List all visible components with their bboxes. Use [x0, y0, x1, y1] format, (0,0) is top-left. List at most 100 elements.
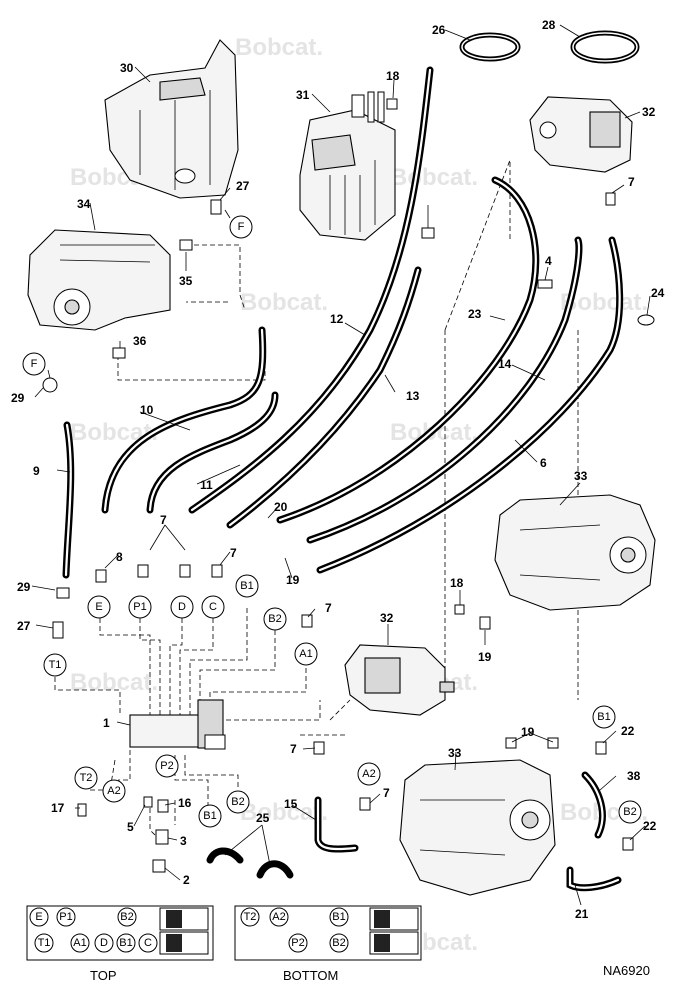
- callout-b2-low: B2: [226, 790, 250, 814]
- callout-b2-right: B2: [618, 800, 642, 824]
- svg-text:E: E: [35, 911, 42, 923]
- callout-b1-right: B1: [592, 705, 616, 729]
- part-number-7-mid: 7: [230, 546, 237, 560]
- part-number-30: 30: [120, 61, 134, 75]
- part-number-7-a2: 7: [383, 786, 390, 800]
- svg-text:T1: T1: [49, 659, 62, 671]
- svg-text:A2: A2: [107, 785, 120, 797]
- svg-text:A2: A2: [362, 768, 375, 780]
- callout-f-left: F: [22, 352, 46, 376]
- part-numbers: 30 31 18 26 28 32 34 27 7 4 24 35 36 29 …: [11, 18, 665, 921]
- legend-top: E P1 B2 T1 A1 D B1 C TOP: [26, 905, 214, 983]
- callout-b2: B2: [263, 607, 287, 631]
- part-number-38: 38: [627, 769, 641, 783]
- callout-c: C: [201, 595, 225, 619]
- svg-text:A2: A2: [272, 911, 285, 923]
- part-number-7-pair: 7: [160, 513, 167, 527]
- legend-top-t1: T1: [34, 933, 54, 953]
- callout-a2: A2: [102, 779, 126, 803]
- callout-p1: P1: [128, 595, 152, 619]
- legend-bottom-b2: B2: [329, 933, 349, 953]
- fittings: [42, 98, 655, 873]
- number-leaders: [31, 24, 651, 906]
- part-number-19-mid: 19: [286, 573, 300, 587]
- part-number-19-right: 19: [521, 725, 535, 739]
- part-number-27-low: 27: [17, 619, 31, 633]
- part-number-13: 13: [406, 389, 420, 403]
- part-number-31: 31: [296, 88, 310, 102]
- part-number-5: 5: [127, 820, 134, 834]
- part-number-18-top: 18: [386, 69, 400, 83]
- hoses: [62, 66, 624, 892]
- dashed-connections: [54, 159, 579, 841]
- part-number-6: 6: [540, 456, 547, 470]
- part-number-7-motor: 7: [290, 742, 297, 756]
- svg-text:Bobcat.: Bobcat.: [390, 164, 478, 191]
- legend-top-b2: B2: [117, 907, 137, 927]
- part-number-8: 8: [116, 550, 123, 564]
- part-number-11: 11: [200, 478, 213, 492]
- gearbox-lower: [399, 759, 556, 896]
- legend-top-e: E: [29, 907, 49, 927]
- motor-top-right: [529, 96, 633, 173]
- part-number-4: 4: [545, 254, 552, 268]
- part-number-29-top: 29: [11, 391, 25, 405]
- control-valve: [299, 91, 396, 241]
- svg-text:A1: A1: [299, 648, 312, 660]
- svg-text:T1: T1: [38, 937, 51, 949]
- legend-top-p1: P1: [56, 907, 76, 927]
- svg-text:B2: B2: [623, 806, 636, 818]
- svg-text:D: D: [178, 601, 186, 613]
- coiled-hose-26: [459, 32, 521, 62]
- part-number-7-a1: 7: [325, 601, 332, 615]
- motor-middle: [344, 644, 455, 716]
- legend-top-b1: B1: [116, 933, 136, 953]
- svg-text:F: F: [238, 221, 245, 233]
- part-number-35: 35: [179, 274, 193, 288]
- legend-top-a1: A1: [70, 933, 90, 953]
- callout-b1: B1: [235, 574, 259, 598]
- legend-top-c: C: [138, 933, 158, 953]
- svg-text:T2: T2: [244, 911, 257, 923]
- legend-bottom: T2 A2 B1 P2 B2 BOTTOM: [234, 905, 422, 983]
- svg-text:D: D: [100, 937, 108, 949]
- part-number-33-right: 33: [574, 469, 588, 483]
- svg-text:Bobcat.: Bobcat.: [240, 289, 328, 316]
- part-number-25: 25: [256, 811, 270, 825]
- part-number-7-right: 7: [628, 175, 635, 189]
- coiled-hose-28: [570, 30, 640, 64]
- svg-text:B2: B2: [231, 796, 244, 808]
- part-number-22-low: 22: [643, 819, 657, 833]
- callout-f-top: F: [229, 215, 253, 239]
- callout-d: D: [170, 595, 194, 619]
- part-number-32-mid: 32: [380, 611, 394, 625]
- part-number-12: 12: [330, 312, 344, 326]
- svg-text:P2: P2: [291, 937, 304, 949]
- part-number-19-low: 19: [478, 650, 492, 664]
- svg-text:Bobcat.: Bobcat.: [240, 799, 328, 826]
- part-number-23: 23: [468, 307, 482, 321]
- part-number-9: 9: [33, 464, 40, 478]
- part-number-17: 17: [51, 801, 65, 815]
- callout-t2: T2: [74, 766, 98, 790]
- svg-text:B1: B1: [597, 711, 610, 723]
- svg-text:C: C: [144, 937, 152, 949]
- part-number-14: 14: [498, 357, 512, 371]
- svg-text:B1: B1: [119, 937, 132, 949]
- gearbox-right: [494, 494, 656, 611]
- svg-text:Bobcat.: Bobcat.: [235, 34, 323, 61]
- part-number-21: 21: [575, 907, 589, 921]
- svg-text:T2: T2: [80, 772, 93, 784]
- svg-text:B1: B1: [203, 810, 216, 822]
- svg-text:P2: P2: [160, 760, 173, 772]
- part-number-27-top: 27: [236, 179, 250, 193]
- svg-text:P1: P1: [59, 911, 72, 923]
- part-number-1: 1: [103, 716, 110, 730]
- part-number-28: 28: [542, 18, 556, 32]
- callout-e: E: [87, 595, 111, 619]
- legend-bottom-b1: B1: [329, 907, 349, 927]
- part-number-2: 2: [183, 873, 190, 887]
- svg-text:E: E: [95, 601, 102, 613]
- diagram-id: NA6920: [603, 963, 650, 978]
